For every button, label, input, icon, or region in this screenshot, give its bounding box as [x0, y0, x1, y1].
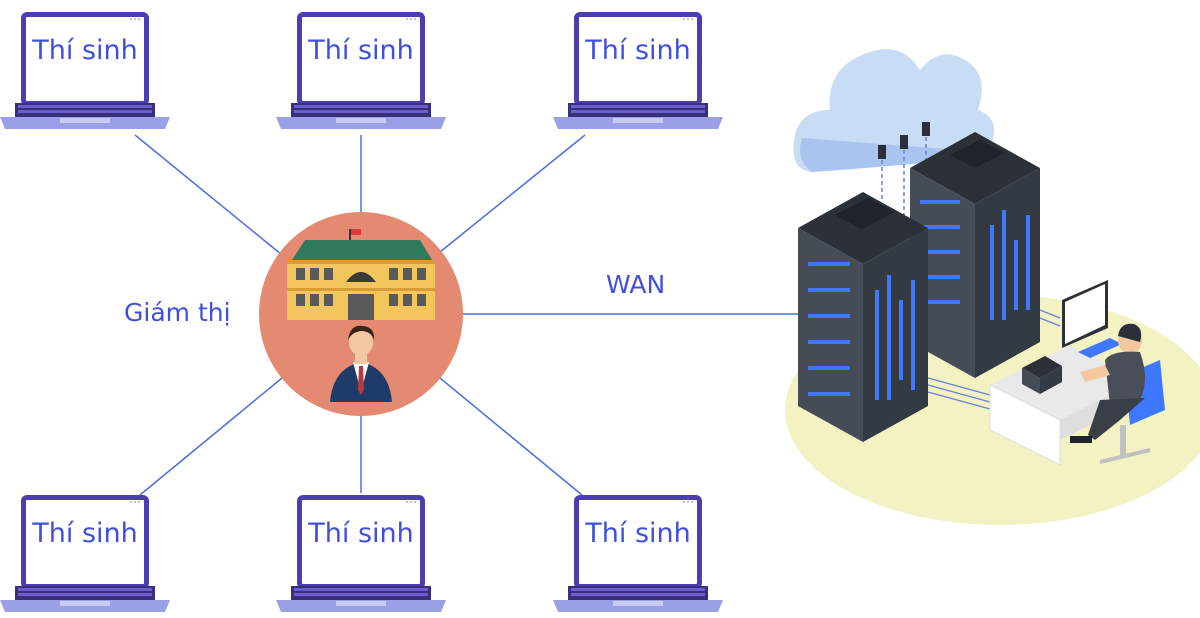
- candidate-laptop-bottom-left: Thí sinh: [0, 488, 170, 612]
- server-rack-icon: [798, 192, 928, 442]
- link-bottom-right: [439, 377, 583, 496]
- laptop-icon: [21, 12, 149, 106]
- candidate-laptop-bottom-right: Thí sinh: [553, 488, 723, 612]
- link-top-right: [439, 134, 586, 253]
- supervisor-person-icon: [330, 325, 392, 402]
- server-scene: [785, 49, 1200, 525]
- supervisor-label: Giám thị: [124, 298, 231, 327]
- workstation-icon: [989, 280, 1165, 466]
- candidate-laptop-top-center: Thí sinh: [276, 5, 446, 129]
- candidate-laptop-top-left: Thí sinh: [0, 5, 170, 129]
- candidate-label: Thí sinh: [32, 518, 138, 549]
- school-building-icon: [287, 229, 435, 320]
- link-bottom-left: [139, 377, 283, 496]
- server-rack-icon: [910, 132, 1040, 378]
- candidate-label: Thí sinh: [308, 35, 414, 66]
- laptop-icon: [21, 495, 149, 589]
- connection-lines: [134, 134, 800, 496]
- wan-label: WAN: [606, 270, 666, 299]
- hub: [259, 212, 463, 416]
- laptop-icon: [574, 495, 702, 589]
- cables: [927, 309, 1061, 410]
- candidate-label: Thí sinh: [308, 518, 414, 549]
- candidate-laptop-bottom-center: Thí sinh: [276, 488, 446, 612]
- candidate-laptop-top-right: Thí sinh: [553, 5, 723, 129]
- candidate-label: Thí sinh: [585, 35, 691, 66]
- candidate-label: Thí sinh: [32, 35, 138, 66]
- candidate-label: Thí sinh: [585, 518, 691, 549]
- link-top-left: [134, 134, 283, 256]
